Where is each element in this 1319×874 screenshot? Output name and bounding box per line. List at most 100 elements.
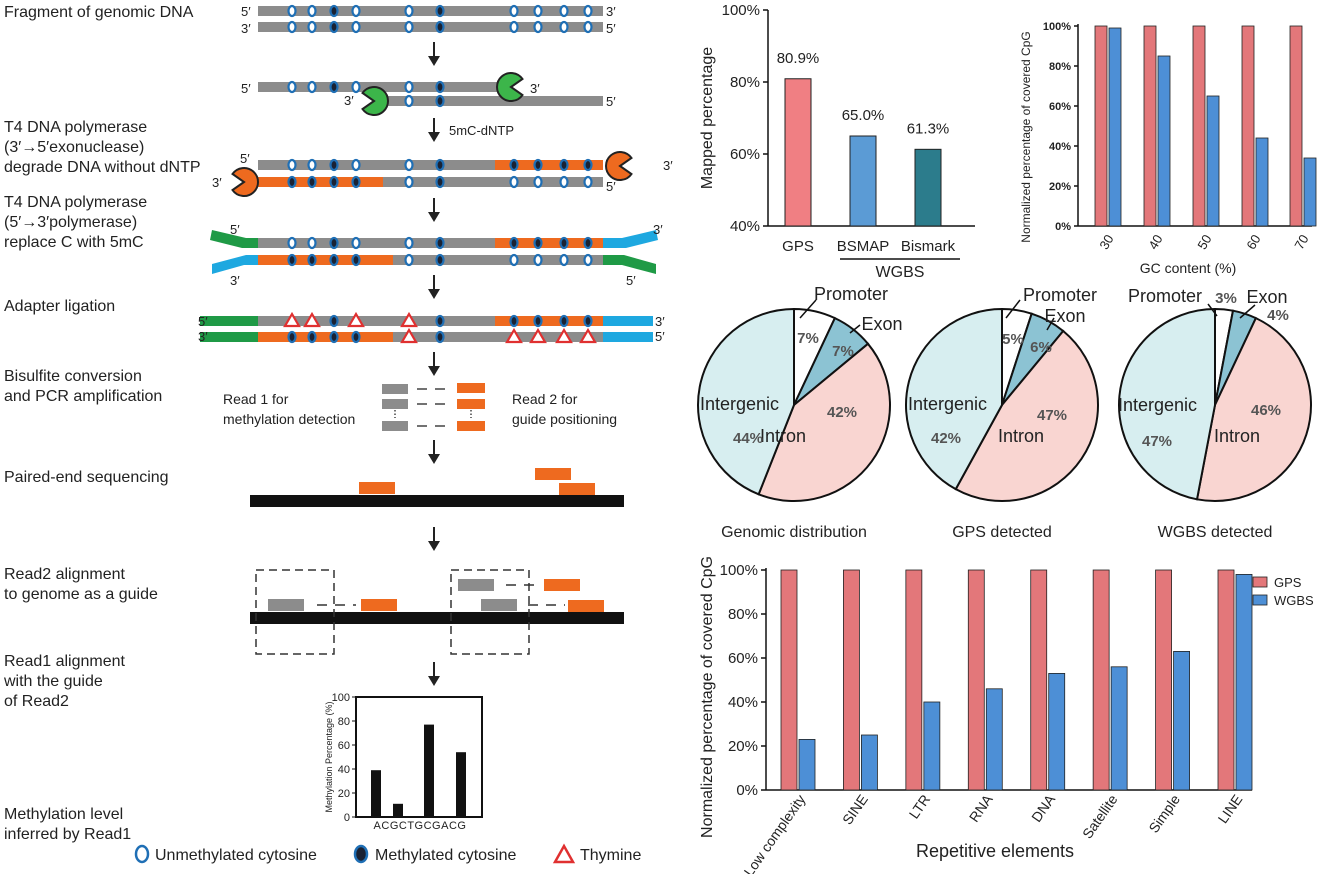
bar-low-complexity-wgbs [798, 739, 816, 791]
unmethylated-cytosine-icon [533, 4, 543, 18]
y-tick-label: 60% [1049, 101, 1071, 113]
slice-label-exon: Exon [861, 314, 902, 334]
unmethylated-cytosine-icon [134, 844, 150, 864]
y-axis-label: Normalized percentage of covered CpG [699, 556, 716, 838]
step-label-8: Read1 alignment [4, 653, 126, 670]
schematic-legend: Unmethylated cytosine Methylated cytosine… [134, 843, 641, 864]
read2-segment [544, 579, 580, 591]
unmethylated-cytosine-icon [307, 158, 317, 172]
bar-ltr-wgbs [923, 701, 941, 791]
value-label: 65.0% [842, 107, 885, 124]
read2-segment [457, 399, 485, 409]
read2-segment [361, 599, 397, 611]
x-tick-label: 60 [1243, 232, 1263, 252]
unmethylated-cytosine-icon [533, 175, 543, 189]
dna-strand [258, 332, 393, 342]
y-tick-label: 0 [344, 812, 350, 824]
y-tick-label: 40 [338, 764, 350, 776]
methylated-cytosine-icon [435, 4, 445, 18]
unmethylated-cytosine-icon [307, 20, 317, 34]
flow-arrow-head [428, 454, 440, 464]
unmethylated-cytosine-icon [509, 253, 519, 267]
flow-arrow-head [428, 676, 440, 686]
bar-rna-gps [967, 569, 985, 791]
step-label-7: to genome as a guide [4, 586, 158, 603]
slice-percent-promoter: 3% [1215, 290, 1237, 307]
step-label-8: with the guide [3, 673, 103, 690]
leader-line [849, 324, 861, 334]
unmethylated-cytosine-icon [404, 20, 414, 34]
y-tick-label: 0% [736, 782, 758, 799]
x-axis-label: GC content (%) [1140, 260, 1236, 276]
prime-label: 5′ [606, 94, 616, 109]
methylated-cytosine-icon [351, 330, 361, 344]
leader-line [1005, 299, 1021, 319]
thymine-icon [400, 327, 418, 344]
x-tick-label: LTR [906, 792, 934, 822]
leader-line [799, 299, 817, 319]
pie-2: PromoterExonIntergenicIntron5%6%47%42%GP… [905, 285, 1099, 541]
x-tick-label: SINE [839, 792, 871, 828]
y-axis-label: Methylation Percentage (%) [324, 701, 334, 812]
thymine-icon [555, 327, 573, 344]
y-axis-label: Normalized percentage of covered CpG [1019, 31, 1033, 242]
legend-methylated: Methylated cytosine [375, 847, 517, 864]
methylated-cytosine-icon [287, 175, 297, 189]
thymine-icon [505, 327, 523, 344]
unmethylated-cytosine-icon [404, 236, 414, 250]
dna-strand [495, 160, 603, 170]
read2-label: guide positioning [512, 411, 617, 427]
y-tick-label: 0% [1055, 221, 1071, 233]
dna-strand [258, 177, 383, 187]
x-tick-label: Bismark [901, 238, 956, 255]
bar-Bismark [914, 148, 942, 227]
unmethylated-cytosine-icon [404, 4, 414, 18]
legend-swatch-wgbs [1252, 594, 1268, 606]
bar-low-complexity-gps [780, 569, 798, 791]
y-tick-label: 100% [1043, 21, 1071, 33]
y-tick-label: 100% [722, 2, 760, 19]
unmethylated-cytosine-icon [307, 80, 317, 94]
unmethylated-cytosine-icon [583, 253, 593, 267]
slice-intergenic [905, 307, 1003, 491]
thymine-icon [552, 843, 576, 864]
y-tick-label: 80 [338, 716, 350, 728]
unmethylated-cytosine-icon [404, 253, 414, 267]
read1-segment [268, 599, 304, 611]
y-tick-label: 20% [728, 738, 758, 755]
step-label-1: Fragment of genomic DNA [4, 4, 194, 21]
slice-label-promoter: Promoter [814, 284, 888, 304]
arrow-note: 5mC-dNTP [449, 123, 514, 138]
unmethylated-cytosine-icon [509, 175, 519, 189]
flow-arrow-head [428, 132, 440, 142]
methylated-cytosine-icon [435, 20, 445, 34]
methylated-cytosine-icon [509, 158, 519, 172]
bar-40-s2 [1157, 55, 1171, 227]
adapter-segment [200, 332, 258, 342]
unmethylated-cytosine-icon [287, 236, 297, 250]
value-label: 61.3% [907, 120, 950, 137]
pie-caption: WGBS detected [1158, 524, 1273, 541]
y-tick-label: 80% [1049, 61, 1071, 73]
step-label-8: of Read2 [4, 693, 69, 710]
step-label-7: Read2 alignment [4, 566, 126, 583]
step-label-3: (5′→3′polymerase) [4, 214, 137, 231]
x-tick-label: BSMAP [837, 238, 890, 255]
step-label-2: degrade DNA without dNTP [4, 159, 201, 176]
methylated-cytosine-icon [329, 20, 339, 34]
unmethylated-cytosine-icon [533, 253, 543, 267]
slice-label-intron: Intron [998, 426, 1044, 446]
alignment-box [450, 569, 530, 655]
methylated-cytosine-icon [559, 314, 569, 328]
legend-unmethylated: Unmethylated cytosine [155, 847, 317, 864]
read2-segment [457, 421, 485, 431]
step-label-3: replace C with 5mC [4, 234, 144, 251]
bar-ACG [371, 770, 381, 817]
read1-segment [382, 421, 408, 431]
bar-dna-gps [1030, 569, 1048, 791]
unmethylated-cytosine-icon [351, 158, 361, 172]
slice-label-intron: Intron [760, 426, 806, 446]
x-tick-label: Low complexity [740, 792, 808, 874]
